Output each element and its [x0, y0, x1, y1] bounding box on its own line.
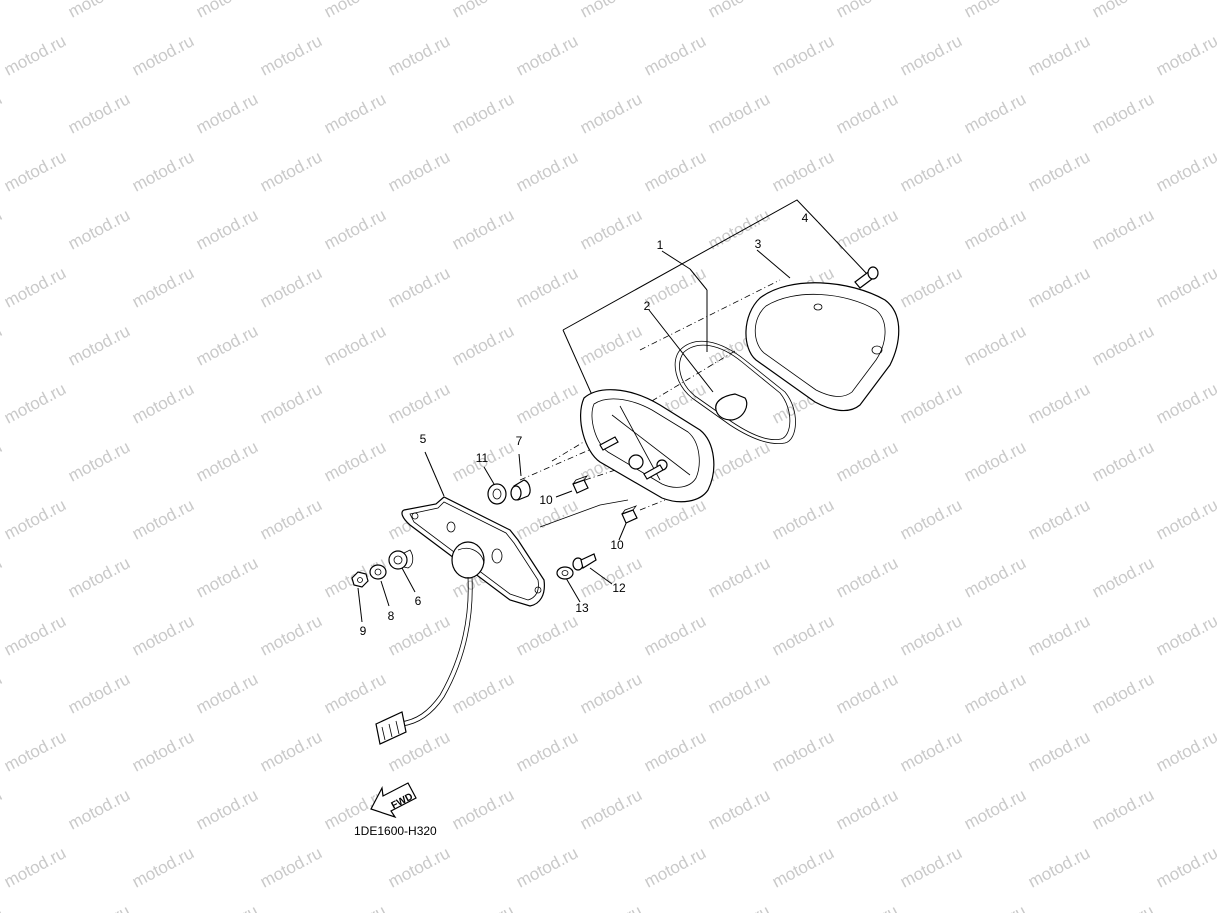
callout-4: 4 [802, 211, 809, 225]
screw-4 [854, 266, 879, 289]
callout-6: 6 [415, 594, 422, 608]
bulb [715, 393, 748, 421]
callout-10a: 10 [539, 493, 553, 507]
license-lamp [451, 541, 485, 579]
lens-cover [745, 282, 900, 412]
callout-13: 13 [575, 601, 589, 615]
callout-2: 2 [644, 299, 651, 313]
nut-9 [351, 571, 369, 588]
fwd-arrow-icon: FWD [370, 782, 417, 819]
washer-8 [369, 564, 387, 580]
nut-10a [572, 475, 589, 494]
callout-labels: 1 2 3 4 5 6 7 8 9 10 10 11 12 13 [360, 211, 809, 638]
callout-1: 1 [657, 238, 664, 252]
washer-13 [556, 566, 574, 580]
callout-3: 3 [755, 237, 762, 251]
callout-7: 7 [516, 434, 523, 448]
callout-5: 5 [420, 432, 427, 446]
nut-10b [621, 505, 638, 524]
bolt-12 [572, 553, 597, 571]
lamp-housing [580, 389, 715, 503]
callout-11: 11 [476, 451, 489, 465]
gasket [674, 341, 796, 445]
callout-12: 12 [612, 581, 626, 595]
callout-8: 8 [388, 609, 395, 623]
collar-7 [510, 479, 531, 501]
wire-harness [375, 499, 629, 745]
callout-9: 9 [360, 624, 367, 638]
diagram-code: 1DE1600-H320 [354, 824, 437, 838]
callout-10b: 10 [610, 538, 624, 552]
grommet-6 [388, 549, 414, 570]
grommet-11 [487, 483, 507, 505]
